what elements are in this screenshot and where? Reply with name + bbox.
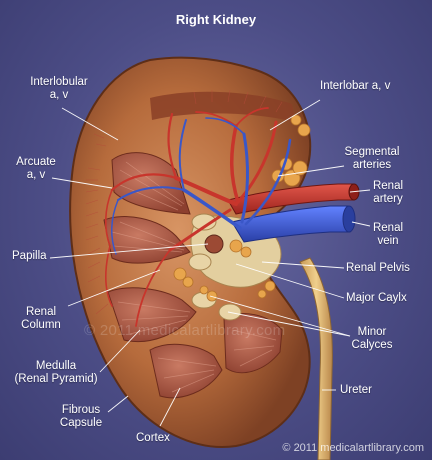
watermark: © 2011 medicalartlibrary.com — [84, 322, 286, 339]
minor-calyx-1 — [191, 213, 217, 231]
copyright-notice: © 2011 medicalartlibrary.com — [282, 442, 424, 454]
renal-pyramids — [103, 152, 283, 399]
cut-surface-top — [150, 91, 296, 122]
minor-calyx-2 — [188, 253, 212, 271]
leader-lines — [49, 99, 371, 427]
label-cortex: Cortex — [136, 432, 170, 444]
pyramid-5 — [223, 313, 283, 374]
label-medulla: Medulla(Renal Pyramid) — [14, 360, 98, 385]
sinus-fat — [173, 114, 311, 302]
pyramid-1 — [111, 152, 191, 215]
label-papilla: Papilla — [12, 250, 47, 262]
pyramid-4 — [149, 343, 223, 399]
label-renal-pelvis: Renal Pelvis — [346, 262, 410, 274]
pyramid-3 — [107, 287, 197, 343]
interlobular-vessels — [85, 89, 283, 315]
label-ureter: Ureter — [340, 384, 372, 396]
label-interlobar: Interlobar a, v — [320, 80, 391, 92]
label-major-calyx: Major Caylx — [346, 292, 407, 304]
diagram-title: Right Kidney — [175, 12, 257, 27]
ureter-tube — [299, 257, 333, 460]
venous-tree — [111, 117, 292, 255]
